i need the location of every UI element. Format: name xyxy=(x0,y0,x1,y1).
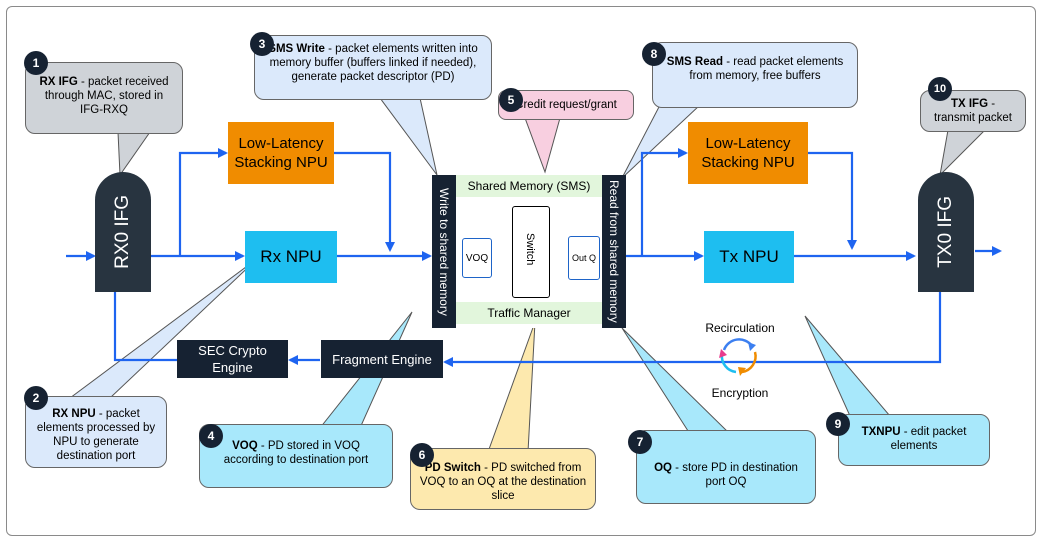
traffic-manager-band: Traffic Manager xyxy=(456,302,602,324)
sec-crypto-engine: SEC Crypto Engine xyxy=(177,340,288,378)
callout-3: SMS Write - packet elements written into… xyxy=(254,35,492,100)
callout-9-pointer xyxy=(804,315,892,417)
rx-ifg-block: RX0 IFG xyxy=(95,172,151,292)
callout-2-number: 2 xyxy=(24,386,48,410)
callout-3-number: 3 xyxy=(250,32,274,56)
fragment-engine: Fragment Engine xyxy=(321,340,443,378)
out-q-node: Out Q xyxy=(568,236,600,280)
callout-1: RX IFG - packet received through MAC, st… xyxy=(25,62,183,134)
callout-2: RX NPU - packet elements processed by NP… xyxy=(25,396,167,468)
callout-10-pointer xyxy=(939,129,987,177)
switch-node: Switch xyxy=(512,206,550,298)
diagram-frame xyxy=(6,6,1036,536)
sms-band: Shared Memory (SMS) xyxy=(456,175,602,197)
tx-npu-block: Tx NPU xyxy=(704,231,794,283)
recirculation-icon xyxy=(719,338,757,376)
callout-9: TXNPU - edit packet elements xyxy=(838,414,990,466)
rx-npu-block: Rx NPU xyxy=(245,231,337,283)
voq-node: VOQ xyxy=(462,238,492,278)
tx-ifg-block: TX0 IFG xyxy=(918,172,974,292)
tx-ifg-label: TX0 IFG xyxy=(935,196,956,268)
callout-1-number: 1 xyxy=(24,51,48,75)
callout-6-number: 6 xyxy=(410,443,434,467)
callout-9-number: 9 xyxy=(826,412,850,436)
callout-1-pointer xyxy=(117,131,151,177)
callout-8: SMS Read - read packet elements from mem… xyxy=(652,42,858,108)
callout-4: VOQ - PD stored in VOQ according to dest… xyxy=(199,424,393,488)
rx-ifg-label: RX0 IFG xyxy=(112,195,133,269)
callout-4-number: 4 xyxy=(199,424,223,448)
callout-10-number: 10 xyxy=(928,77,952,101)
callout-8-number: 8 xyxy=(642,42,666,66)
callout-5-pointer xyxy=(524,117,561,174)
callout-7-pointer xyxy=(621,327,732,435)
callout-6-pointer xyxy=(487,321,536,453)
callout-7: OQ - store PD in destination port OQ xyxy=(636,430,816,504)
write-shared-memory-bar: Write to shared memory xyxy=(432,175,456,328)
recirculation-label: Recirculation xyxy=(705,321,775,335)
ll-stacking-npu-right: Low-Latency Stacking NPU xyxy=(688,122,808,184)
callout-7-number: 7 xyxy=(628,430,652,454)
read-shared-memory-bar: Read from shared memory xyxy=(602,175,626,328)
callout-6: PD Switch - PD switched from VOQ to an O… xyxy=(410,448,596,510)
ll-stacking-npu-left: Low-Latency Stacking NPU xyxy=(228,122,334,184)
callout-5-number: 5 xyxy=(499,88,523,112)
callout-3-pointer xyxy=(379,97,438,176)
encryption-label: Encryption xyxy=(711,386,769,400)
